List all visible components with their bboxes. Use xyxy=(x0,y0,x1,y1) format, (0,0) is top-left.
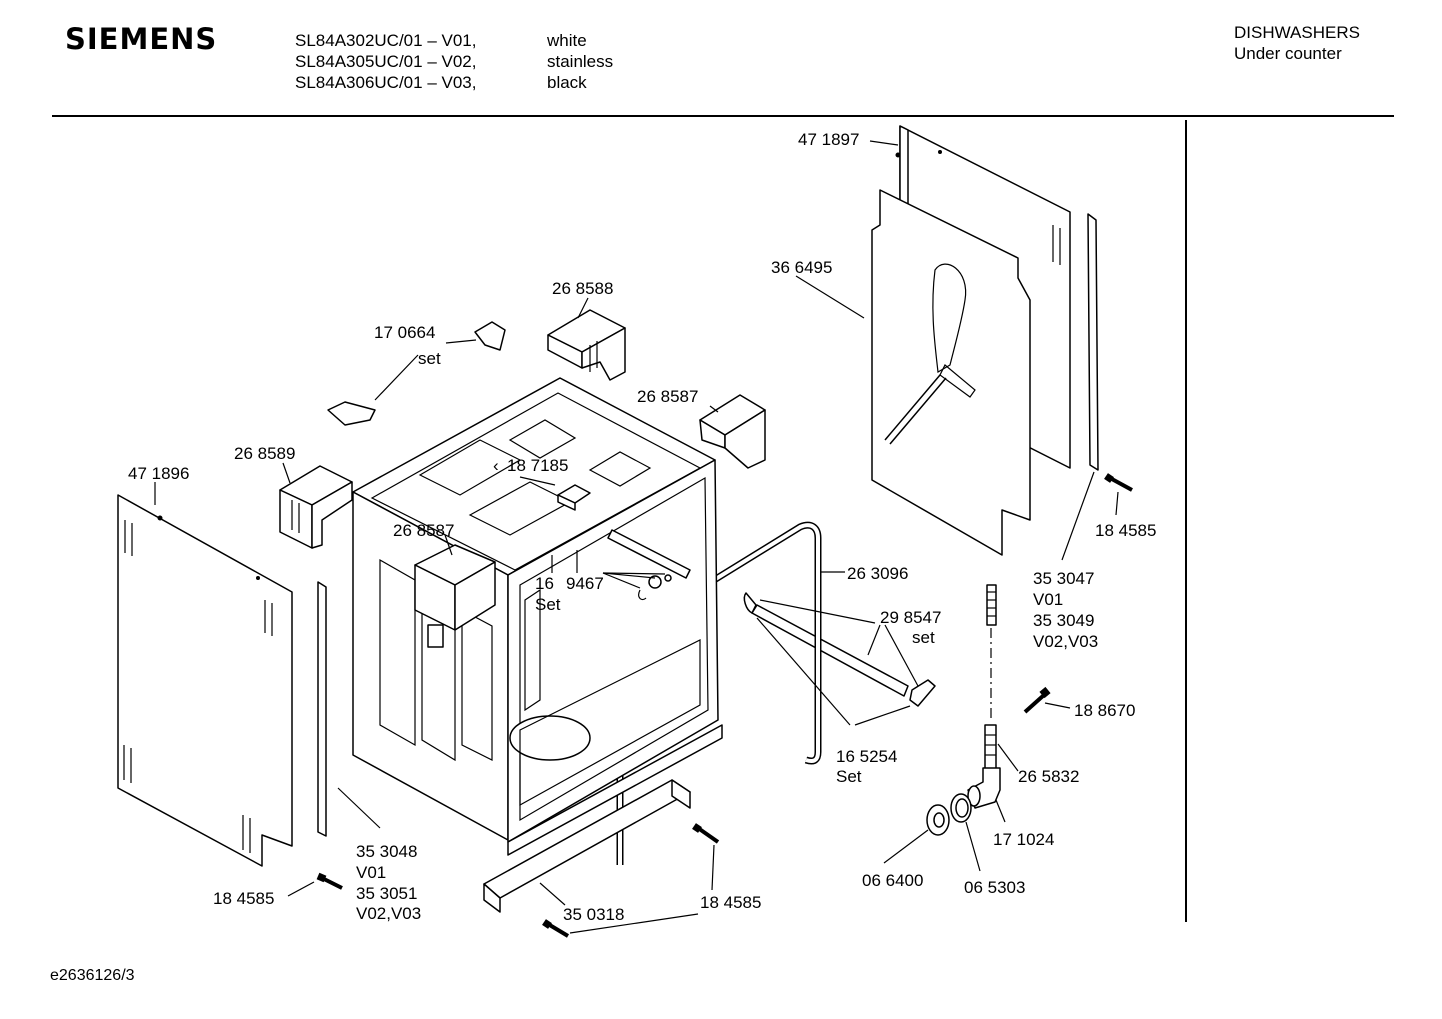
label-471897: 47 1897 xyxy=(798,130,859,149)
model-code-2: SL84A305UC/01 – V02, xyxy=(295,52,477,71)
model-code-1: SL84A302UC/01 – V01, xyxy=(295,31,477,50)
label-066400: 06 6400 xyxy=(862,871,923,890)
nut-066400 xyxy=(926,804,950,836)
label-184585-right: 18 4585 xyxy=(1095,521,1156,540)
seal-065303 xyxy=(950,793,972,823)
label-265832: 26 5832 xyxy=(1018,767,1079,786)
header-divider xyxy=(52,115,1394,117)
label-169467-a: 16 xyxy=(535,574,554,593)
label-353051-variant: V02,V03 xyxy=(356,904,421,923)
insulation-panel-366495 xyxy=(871,189,1031,556)
label-268588: 26 8588 xyxy=(552,279,613,298)
model-variant-2: stainless xyxy=(547,52,614,71)
bracket-268589 xyxy=(279,465,353,549)
label-366495: 36 6495 xyxy=(771,258,832,277)
hinge-set-169467 xyxy=(607,529,691,601)
label-188670: 18 8670 xyxy=(1074,701,1135,720)
label-353051: 35 3051 xyxy=(356,884,417,903)
label-353048-variant: V01 xyxy=(356,863,386,882)
model-variant-1: white xyxy=(547,31,587,50)
part-labels: 47 1897 36 6495 26 8588 17 0664 set 26 8… xyxy=(128,130,1156,924)
label-353049-variant: V02,V03 xyxy=(1033,632,1098,651)
label-170664-set: set xyxy=(418,349,441,368)
label-353048: 35 3048 xyxy=(356,842,417,861)
label-350318: 35 0318 xyxy=(563,905,624,924)
label-353047: 35 3047 xyxy=(1033,569,1094,588)
screw-184585-left xyxy=(316,872,343,890)
drain-hose-265832 xyxy=(984,584,997,771)
clip-187185 xyxy=(557,484,591,511)
screw-184585-bottom xyxy=(692,823,720,844)
arrow-marker-icon: ‹ xyxy=(493,456,499,475)
screw-184585-rail xyxy=(542,919,570,938)
trim-strip-353047 xyxy=(1087,213,1099,471)
label-184585-left: 18 4585 xyxy=(213,889,274,908)
screw-184585-right xyxy=(1104,473,1133,492)
trim-strip-353048 xyxy=(317,581,327,837)
model-variant-3: black xyxy=(547,73,587,92)
label-169467-set: Set xyxy=(535,595,561,614)
bracket-268588 xyxy=(547,309,626,381)
label-065303: 06 5303 xyxy=(964,878,1025,897)
label-298547: 29 8547 xyxy=(880,608,941,627)
label-169467-b: 9467 xyxy=(566,574,604,593)
mounting-plate-170664-b xyxy=(327,401,376,426)
label-298547-set: set xyxy=(912,628,935,647)
label-165254: 16 5254 xyxy=(836,747,897,766)
label-184585-bottom: 18 4585 xyxy=(700,893,761,912)
label-263096: 26 3096 xyxy=(847,564,908,583)
leader-lines xyxy=(154,140,1119,934)
category-subtitle: Under counter xyxy=(1234,44,1342,63)
rail-350318 xyxy=(483,779,691,913)
screw-188670 xyxy=(1023,686,1051,714)
model-code-3: SL84A306UC/01 – V03, xyxy=(295,73,477,92)
right-margin-divider xyxy=(1185,120,1187,922)
label-268587-tub: 26 8587 xyxy=(393,521,454,540)
brand-logo: SIEMENS xyxy=(65,22,218,56)
label-353047-variant: V01 xyxy=(1033,590,1063,609)
label-471896: 47 1896 xyxy=(128,464,189,483)
label-170664: 17 0664 xyxy=(374,323,435,342)
label-268589: 26 8589 xyxy=(234,444,295,463)
bracket-268587-top xyxy=(699,394,766,469)
category-title: DISHWASHERS xyxy=(1234,23,1360,42)
drain-elbow-171024 xyxy=(967,767,1001,809)
label-353049: 35 3049 xyxy=(1033,611,1094,630)
drawing-id: e2636126/3 xyxy=(50,967,135,984)
mounting-plate-170664-a xyxy=(474,321,506,351)
label-171024: 17 1024 xyxy=(993,830,1054,849)
label-268587-top: 26 8587 xyxy=(637,387,698,406)
side-panel-471896 xyxy=(117,494,293,867)
dishwasher-tub xyxy=(352,377,723,856)
hinge-rod-298547 xyxy=(743,592,936,707)
bracket-268587-tub xyxy=(414,544,496,648)
label-165254-set: Set xyxy=(836,767,862,786)
label-187185: 18 7185 xyxy=(507,456,568,475)
